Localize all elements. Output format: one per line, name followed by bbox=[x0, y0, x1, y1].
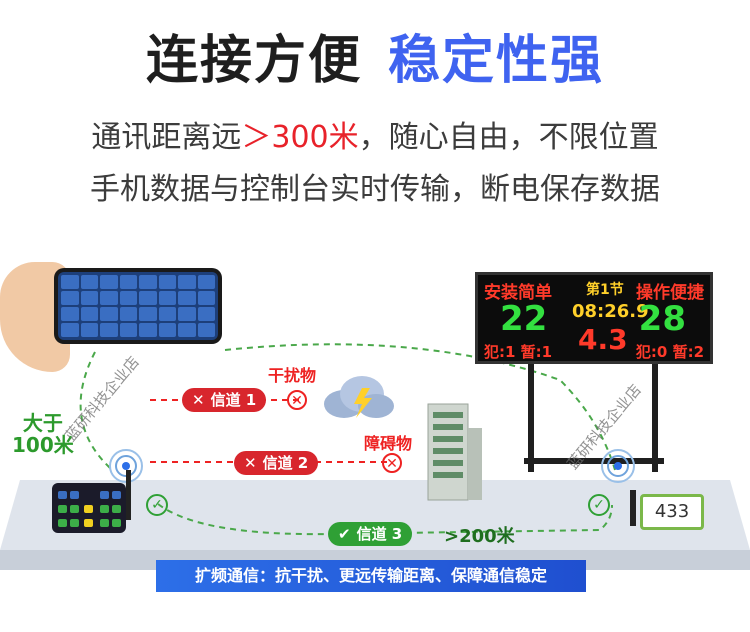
channel-3-badge: ✔ 信道 3 bbox=[328, 522, 413, 546]
close-icon: ✕ bbox=[192, 391, 205, 409]
building-icon bbox=[427, 403, 482, 501]
scoreboard-left-title: 安装简单 bbox=[484, 283, 552, 303]
shot-clock: 4.3 bbox=[578, 323, 628, 356]
home-score: 22 bbox=[500, 299, 548, 339]
phone-screen bbox=[58, 272, 218, 340]
blocked-icon-2: ✕ bbox=[382, 453, 402, 473]
close-icon: ✕ bbox=[244, 454, 257, 472]
feature-banner: 扩频通信：抗干扰、更远传输距离、保障通信稳定 bbox=[156, 560, 586, 592]
scoreboard-stand-right bbox=[652, 364, 658, 472]
scoreboard: 安装简单 第1节 操作便捷 22 08:26.9 4.3 28 犯:1 暂:1 … bbox=[475, 272, 713, 364]
channel-2-badge: ✕ 信道 2 bbox=[234, 451, 319, 475]
ok-icon-left: ✓ bbox=[146, 494, 168, 516]
phone-icon bbox=[54, 268, 222, 344]
distance-label: 大于 100米 bbox=[12, 412, 74, 456]
channel-1-label: 信道 1 bbox=[210, 391, 257, 409]
antenna-icon bbox=[601, 449, 635, 483]
headline-part2: 稳定性强 bbox=[388, 31, 605, 91]
home-fouls: 犯:1 暂:1 bbox=[484, 343, 553, 361]
controller-antenna bbox=[126, 470, 131, 520]
game-clock: 08:26.9 bbox=[572, 301, 649, 322]
subtitle-line1: 通讯距离远＞300米，随心自由，不限位置 bbox=[0, 112, 750, 156]
away-score: 28 bbox=[638, 299, 686, 339]
receiver-antenna bbox=[630, 490, 636, 526]
scoreboard-right-title: 操作便捷 bbox=[636, 283, 704, 303]
subtitle-line1-highlight: ＞300米 bbox=[241, 120, 359, 155]
scoreboard-stand-base bbox=[524, 458, 664, 464]
subtitle-line2: 手机数据与控制台实时传输，断电保存数据 bbox=[90, 172, 660, 207]
range-label: >200米 bbox=[444, 526, 515, 547]
headline-part1: 连接方便 bbox=[145, 31, 362, 91]
blocked-icon-1: ✕ bbox=[287, 390, 307, 410]
ok-icon-right: ✓ bbox=[588, 494, 610, 516]
away-fouls: 犯:0 暂:2 bbox=[635, 343, 704, 361]
controller-icon bbox=[52, 483, 126, 533]
receiver-module-label: 433 bbox=[640, 494, 704, 530]
subtitle-line1-suffix: ，随心自由，不限位置 bbox=[358, 120, 659, 155]
obstacle-label-2: 障碍物 bbox=[364, 434, 413, 453]
channel-3-label: 信道 3 bbox=[356, 525, 403, 543]
obstacle-label-1: 干扰物 bbox=[268, 366, 317, 385]
distance-label-line2: 100米 bbox=[12, 433, 74, 457]
check-icon: ✔ bbox=[338, 525, 351, 543]
channel-2-label: 信道 2 bbox=[262, 454, 309, 472]
distance-label-line1: 大于 bbox=[22, 411, 63, 435]
subtitle-line1-prefix: 通讯距离远 bbox=[91, 120, 242, 155]
channel-1-badge: ✕ 信道 1 bbox=[182, 388, 267, 412]
scoreboard-stand-left bbox=[528, 364, 534, 472]
headline: 连接方便稳定性强 bbox=[0, 18, 750, 93]
scoreboard-period: 第1节 bbox=[586, 282, 624, 298]
cloud-lightning-icon bbox=[324, 376, 394, 418]
